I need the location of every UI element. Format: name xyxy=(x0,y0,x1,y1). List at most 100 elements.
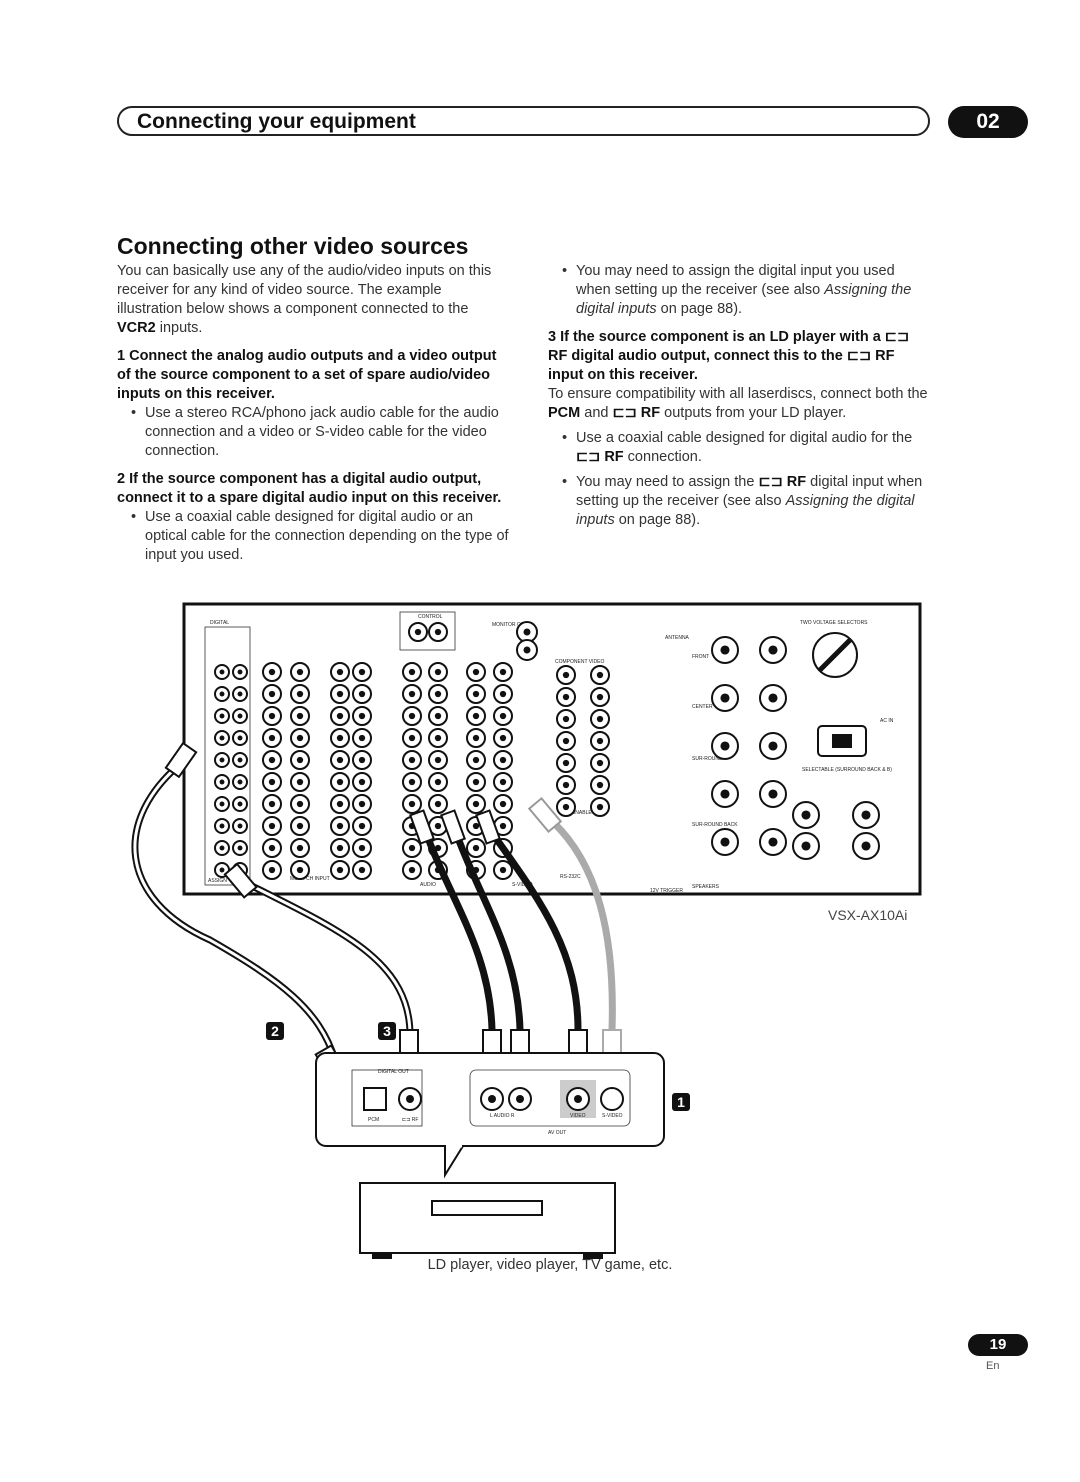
intro-paragraph: You can basically use any of the audio/v… xyxy=(117,262,509,338)
panel-jack-center xyxy=(408,756,416,764)
panel-jack-center xyxy=(434,668,442,676)
panel-jack-center xyxy=(296,778,304,786)
panel-jack-center xyxy=(408,734,416,742)
para-end: outputs from your LD player. xyxy=(660,405,847,421)
panel-jack-center xyxy=(237,801,243,807)
device-label-digital-out: DIGITAL OUT xyxy=(378,1069,409,1075)
panel-jack-center xyxy=(219,713,225,719)
panel-jack-center xyxy=(296,668,304,676)
panel-jack-center xyxy=(237,823,243,829)
panel-jack-center xyxy=(268,822,276,830)
panel-jack-center xyxy=(499,734,507,742)
panel-jack-center xyxy=(434,778,442,786)
panel-label-svideo: S-VIDEO xyxy=(512,882,533,888)
intro-text: You can basically use any of the audio/v… xyxy=(117,263,492,317)
panel-jack-center xyxy=(268,800,276,808)
panel-jack-center xyxy=(358,690,366,698)
panel-jack-center xyxy=(358,756,366,764)
bullet-a-end: on page 88). xyxy=(656,301,743,317)
panel-jack-center xyxy=(523,646,531,654)
callout-1: 1 xyxy=(672,1093,690,1111)
panel-label-control: CONTROL xyxy=(418,614,443,620)
panel-jack-center xyxy=(408,866,416,874)
bullet-c-text: You may need to assign the xyxy=(576,474,759,490)
panel-jack-center xyxy=(268,866,276,874)
panel-label-component-video: COMPONENT VIDEO xyxy=(555,659,604,665)
audio-l-cable xyxy=(421,826,496,1034)
source-device-front xyxy=(359,1182,616,1254)
panel-jack-center xyxy=(596,737,604,745)
panel-jack-center xyxy=(296,712,304,720)
panel-jack-center xyxy=(434,822,442,830)
panel-jack-center xyxy=(237,713,243,719)
video-cable xyxy=(486,826,582,1034)
bullet-b-bold: ⊏⊐ RF xyxy=(576,449,624,465)
panel-jack-center xyxy=(861,841,871,851)
para-pcm: PCM xyxy=(548,405,581,421)
panel-jack-center xyxy=(472,756,480,764)
svideo-cable xyxy=(541,811,616,1034)
panel-jack-center xyxy=(472,822,480,830)
panel-jack-center xyxy=(768,645,778,655)
chapter-number-badge: 02 xyxy=(948,106,1028,138)
panel-label-assign: ASSIGN xyxy=(208,878,227,884)
panel-jack-center xyxy=(358,668,366,676)
panel-label-speakers: SPEAKERS xyxy=(692,884,720,890)
panel-jack-center xyxy=(358,778,366,786)
panel-jack-center xyxy=(472,734,480,742)
device-label-svideo: S-VIDEO xyxy=(602,1113,623,1119)
panel-label-digital: DIGITAL xyxy=(210,620,229,626)
panel-label-assignable: ASSIGNABLE xyxy=(560,810,592,816)
panel-jack-center xyxy=(268,712,276,720)
panel-jack-center xyxy=(768,837,778,847)
panel-jack-center xyxy=(358,734,366,742)
panel-jack-center xyxy=(472,778,480,786)
panel-jack-center xyxy=(237,691,243,697)
panel-jack-center xyxy=(434,712,442,720)
panel-jack-center xyxy=(801,810,811,820)
audio-r-cable xyxy=(451,826,524,1034)
panel-jack-center xyxy=(336,734,344,742)
device-label-video: VIDEO xyxy=(570,1113,586,1119)
panel-jack-center xyxy=(434,800,442,808)
panel-label-front: FRONT xyxy=(692,654,709,660)
bullet-c-text-2: digital input when setting up the receiv… xyxy=(576,474,923,509)
para-rf: ⊏⊐ RF xyxy=(612,405,661,421)
bullet-c-bold: ⊏⊐ RF xyxy=(758,474,807,490)
callout-3: 3 xyxy=(378,1022,396,1040)
step-1-bullet: Use a stereo RCA/phono jack audio cable … xyxy=(129,404,509,461)
device-label-av-out: AV OUT xyxy=(548,1130,566,1136)
panel-jack-center xyxy=(499,690,507,698)
bullet-c-end: on page 88). xyxy=(614,512,701,528)
panel-jack-center xyxy=(336,712,344,720)
panel-label-center: CENTER xyxy=(692,704,713,710)
digital-section: DIGITAL ASSIGN xyxy=(204,620,251,886)
panel-jack-center xyxy=(596,693,604,701)
panel-jack-center xyxy=(358,800,366,808)
panel-label-multich: MULTI CH INPUT xyxy=(290,876,330,882)
panel-jack-center xyxy=(562,693,570,701)
panel-jack-center xyxy=(499,822,507,830)
panel-jack-center xyxy=(861,810,871,820)
panel-jack-center xyxy=(268,668,276,676)
panel-jack-center xyxy=(562,781,570,789)
panel-jack-center xyxy=(499,756,507,764)
panel-jack-center xyxy=(237,757,243,763)
panel-jack-center xyxy=(296,800,304,808)
bullet-a-italic: Assigning the digital inputs xyxy=(576,282,912,317)
panel-label-audio: AUDIO xyxy=(420,882,436,888)
panel-jack-center xyxy=(336,756,344,764)
panel-jack-center xyxy=(408,844,416,852)
panel-jack-center xyxy=(596,781,604,789)
panel-label-trigger: 12V TRIGGER xyxy=(650,888,683,894)
panel-jack-center xyxy=(801,841,811,851)
panel-jack-center xyxy=(562,737,570,745)
panel-jack-center xyxy=(358,712,366,720)
panel-jack-center xyxy=(499,778,507,786)
panel-jack-center xyxy=(237,735,243,741)
panel-jack-center xyxy=(408,712,416,720)
panel-jack-center xyxy=(358,822,366,830)
panel-jack-center xyxy=(268,690,276,698)
panel-jack-center xyxy=(408,800,416,808)
panel-jack-center xyxy=(219,823,225,829)
